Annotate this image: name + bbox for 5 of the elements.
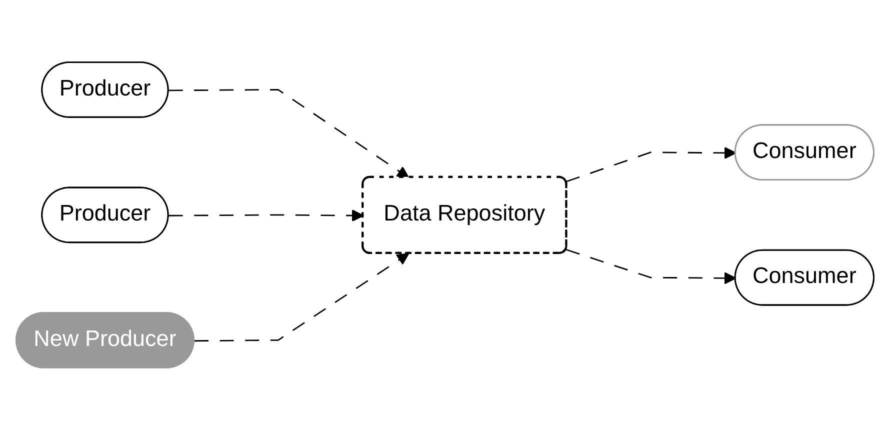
arrow (566, 146, 736, 182)
arrow (566, 248, 736, 284)
arrow (168, 208, 364, 222)
arrow (194, 252, 410, 342)
arrow (168, 88, 410, 178)
